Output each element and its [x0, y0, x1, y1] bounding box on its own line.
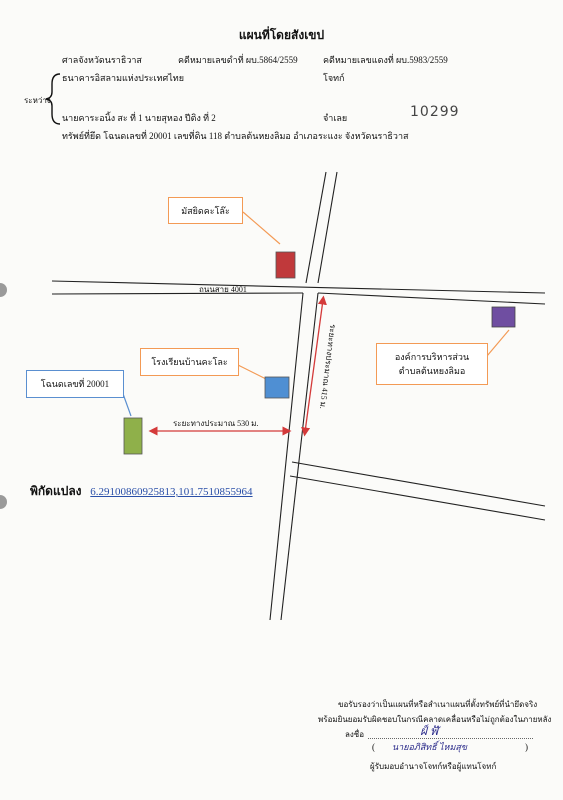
org-label: องค์การบริหารส่วน ตำบลต้นหยงลิมอ [376, 343, 488, 385]
sign-label: ลงชื่อ [345, 730, 365, 739]
defendant-role: จำเลย [323, 113, 348, 123]
handwritten-number: 10299 [410, 104, 460, 120]
distance-horizontal-label: ระยะทางประมาณ 530 ม. [173, 419, 259, 428]
case-red-number: คดีหมายเลขแดงที่ ผบ.5983/2559 [323, 55, 448, 65]
signer-role: ผู้รับมอบอำนาจโจทก์หรือผู้แทนโจทก์ [370, 762, 497, 771]
certify-line2: พร้อมยินยอมรับผิดชอบในกรณีคลาดเคลื่อนหรื… [318, 715, 552, 724]
signature-line [368, 738, 533, 739]
school-label: โรงเรียนบ้านคะโละ [140, 348, 239, 376]
plot-coordinates: พิกัดแปลง 6.29100860925813,101.751085596… [30, 482, 253, 501]
mosque-marker [275, 251, 296, 279]
deed-label-text: โฉนดเลขที่ 20001 [40, 379, 110, 389]
between-label: ระหว่าง [24, 96, 51, 105]
paren-close: ) [525, 742, 528, 752]
mosque-label: มัสยิดคะโล๊ะ [168, 197, 243, 224]
school-label-text: โรงเรียนบ้านคะโละ [151, 357, 228, 367]
signature-scribble: ฝ์ ฬั [420, 724, 439, 738]
case-black-number: คดีหมายเลขดำที่ ผบ.5864/2559 [178, 55, 298, 65]
distance-arrow-vertical [301, 295, 327, 437]
org-label-line1: องค์การบริหารส่วน [394, 352, 470, 362]
punch-hole [0, 495, 7, 509]
org-marker [491, 306, 516, 328]
plaintiff-name: ธนาคารอิสลามแห่งประเทศไทย [62, 73, 184, 83]
coordinates-label: พิกัดแปลง [30, 484, 82, 498]
seized-property: ทรัพย์ที่ยึด โฉนดเลขที่ 20001 เลขที่ดิน … [62, 131, 409, 141]
road-4001-label: ถนนสาย 4001 [199, 285, 247, 294]
roads [51, 171, 546, 621]
printed-name: นายอภิสิทธิ์ ไหมสุข [392, 742, 468, 752]
mosque-label-text: มัสยิดคะโล๊ะ [181, 205, 230, 216]
paren-open: ( [372, 742, 375, 752]
punch-hole [0, 283, 7, 297]
deed-marker [123, 417, 143, 455]
page-title: แผนที่โดยสังเขป [238, 28, 325, 42]
defendant-names: นายคาระอนิ้ง สะ ที่ 1 นายสุหอง ปีติง ที่… [62, 113, 216, 123]
plaintiff-role: โจทก์ [323, 73, 345, 83]
certify-line1: ขอรับรองว่าเป็นแผนที่หรือสำเนาแผนที่ตั้ง… [338, 700, 538, 709]
court-name: ศาลจังหวัดนราธิวาส [62, 55, 142, 65]
school-marker [264, 376, 290, 399]
deed-label: โฉนดเลขที่ 20001 [26, 370, 124, 398]
coordinates-value[interactable]: 6.29100860925813,101.7510855964 [90, 486, 253, 498]
org-label-line2: ตำบลต้นหยงลิมอ [398, 366, 466, 376]
